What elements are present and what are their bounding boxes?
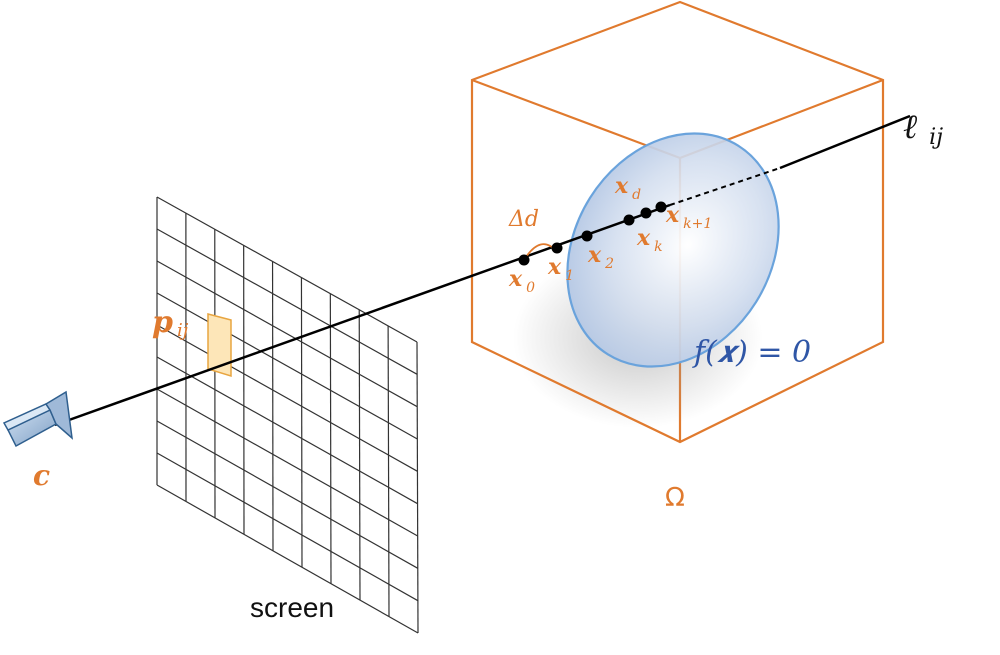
surface-equation-label: f(𝒙) = 0 (692, 335, 811, 370)
screen-grid-hline-9 (156, 484, 419, 634)
screen-grid-vline-8 (387, 325, 390, 617)
screen-grid-hline-1 (156, 228, 418, 375)
step-label: Δd (508, 207, 539, 232)
sample-point-xd (623, 214, 635, 226)
screen-grid-vline-9 (416, 341, 419, 634)
ray-label-sub: ij (929, 125, 943, 150)
screen-grid-hline-2 (156, 260, 418, 408)
implicit-surface-ellipse (566, 132, 780, 368)
pixel-pij (207, 313, 232, 378)
sample-point-xk1 (655, 201, 667, 213)
screen-grid (156, 196, 419, 634)
point-label-xd: x d (614, 173, 641, 203)
cube-outer-edges (470, 0, 885, 444)
sample-point-xk (640, 207, 652, 219)
ray-label: ℓ ij (903, 107, 943, 150)
ray (54, 114, 911, 427)
screen-grid-hline-8 (156, 452, 419, 602)
camera-label: c (33, 459, 50, 492)
screen-grid-hline-3 (156, 292, 418, 440)
screen-label: screen (250, 592, 334, 623)
sample-points (518, 201, 667, 266)
pixel-label: p ij (152, 305, 189, 341)
screen-grid-hline-4 (156, 324, 418, 472)
point-label-x0: x 0 (508, 266, 535, 296)
point-label-x1: x 1 (547, 254, 574, 284)
screen-grid-vline-5 (300, 277, 303, 568)
sample-point-x2 (581, 230, 593, 242)
screen-grid-vline-6 (329, 293, 332, 584)
sample-point-x0 (518, 254, 530, 266)
ray-label-main: ℓ (903, 107, 917, 147)
point-label-xk1: x k+1 (665, 202, 712, 232)
pixel-label-main: p (152, 305, 173, 340)
screen-grid-hline-6 (156, 388, 418, 537)
point-label-x2: x 2 (587, 242, 614, 272)
screen-grid-hline-0 (156, 196, 418, 343)
screen-grid-vline-7 (358, 309, 361, 601)
sample-point-x1 (551, 242, 563, 254)
screen-grid-hline-5 (156, 356, 418, 505)
screen-grid-hline-7 (156, 420, 419, 569)
domain-label: Ω (665, 483, 685, 513)
pixel-label-sub: ij (177, 320, 189, 341)
camera-icon (2, 390, 74, 448)
point-label-xk: x k (636, 225, 663, 255)
